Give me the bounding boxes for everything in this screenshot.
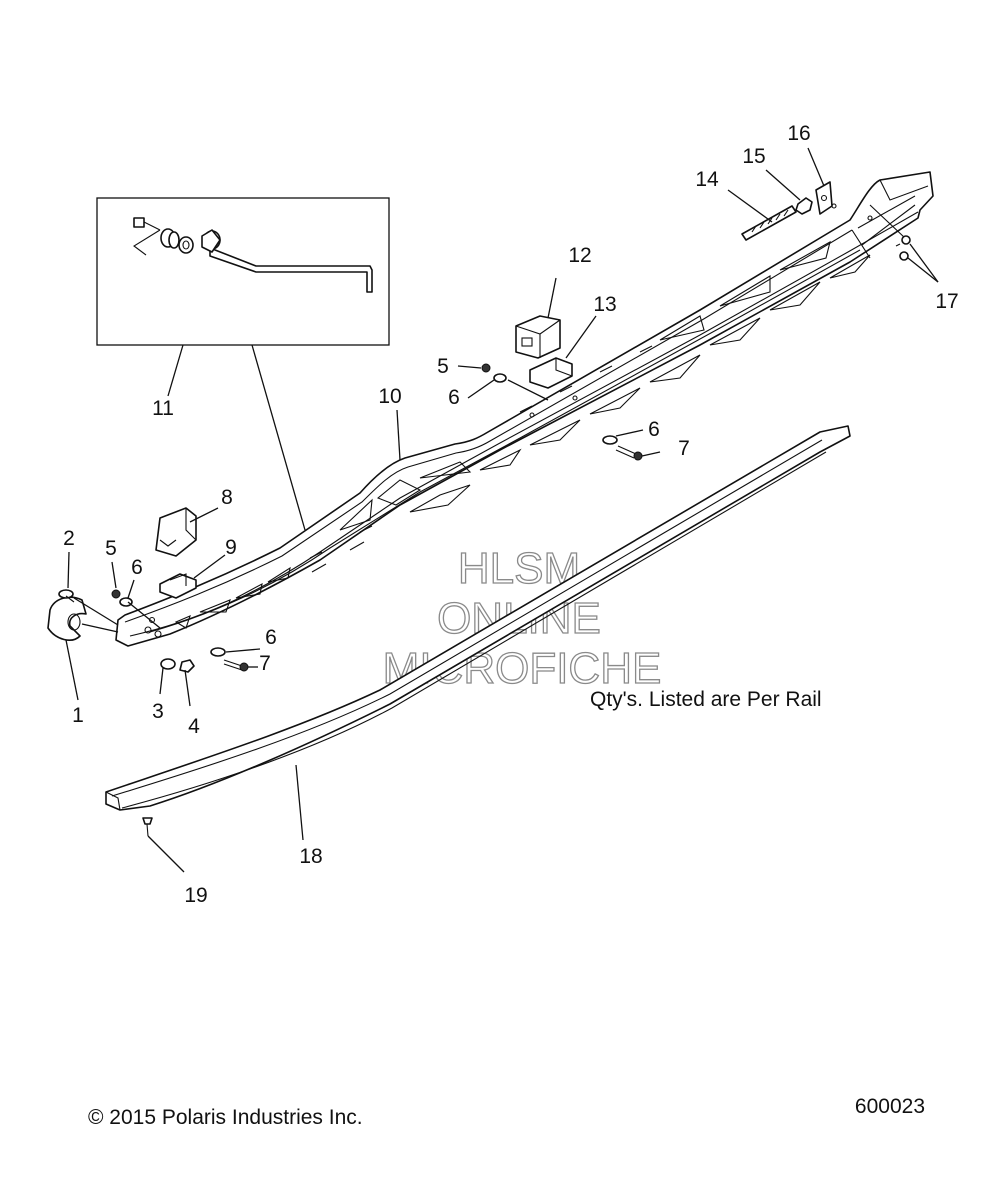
washer-6-upper xyxy=(493,373,507,383)
copyright-text: © 2015 Polaris Industries Inc. xyxy=(88,1106,363,1129)
block-13 xyxy=(529,357,573,389)
callout-1: 1 xyxy=(72,704,84,727)
washer-6-front xyxy=(119,597,133,607)
callout-18: 18 xyxy=(299,845,322,868)
threaded-rod-14 xyxy=(741,205,797,241)
callout-11: 11 xyxy=(152,397,174,420)
callout-6-mid: 6 xyxy=(648,418,660,441)
watermark-line-1: HLSM xyxy=(458,544,580,593)
callout-16: 16 xyxy=(787,122,810,145)
block-12 xyxy=(515,315,561,359)
callouts: 2 1 3 4 5 6 6 7 8 9 10 11 5 6 12 13 6 7 … xyxy=(63,122,959,907)
callout-7-lower: 7 xyxy=(259,652,271,675)
callout-2: 2 xyxy=(63,527,75,550)
nut-15 xyxy=(795,197,813,215)
nut-5-upper xyxy=(481,363,491,373)
callout-14: 14 xyxy=(695,168,719,191)
inset-rod-assembly xyxy=(96,197,390,346)
callout-19: 19 xyxy=(184,884,207,907)
bolt-7-lower xyxy=(223,659,249,672)
callout-8: 8 xyxy=(221,486,233,509)
callout-17: 17 xyxy=(935,290,958,313)
callout-13: 13 xyxy=(593,293,616,316)
screw-19 xyxy=(142,817,153,837)
callout-6-lower: 6 xyxy=(265,626,277,649)
washer-6-mid xyxy=(602,435,618,445)
callout-10: 10 xyxy=(378,385,401,408)
wear-block-9 xyxy=(159,573,197,599)
callout-6-upper: 6 xyxy=(448,386,460,409)
bolt-7-mid xyxy=(615,445,643,461)
bracket-16 xyxy=(815,181,833,215)
callout-12: 12 xyxy=(568,244,591,267)
watermark-line-2: ONLINE xyxy=(437,594,601,643)
bolt-2 xyxy=(58,589,75,603)
callout-6-front: 6 xyxy=(131,556,143,579)
washer-3 xyxy=(160,658,176,670)
callout-5-front: 5 xyxy=(105,537,117,560)
leader-lines xyxy=(65,147,939,873)
callout-3: 3 xyxy=(152,700,164,723)
wear-block-8 xyxy=(155,507,197,557)
nut-5-front xyxy=(111,589,121,599)
callout-7-mid: 7 xyxy=(678,437,690,460)
callout-5-upper: 5 xyxy=(437,355,449,378)
callout-9: 9 xyxy=(225,536,237,559)
quantity-note: Qty's. Listed are Per Rail xyxy=(590,688,822,711)
callout-15: 15 xyxy=(742,145,765,168)
nut-4 xyxy=(179,659,195,673)
washer-6-lower xyxy=(210,647,226,657)
front-cap xyxy=(47,596,87,641)
main-rail xyxy=(115,171,934,647)
callout-4: 4 xyxy=(188,715,200,738)
bolts-17 xyxy=(895,235,911,261)
slide-rail xyxy=(105,425,851,811)
diagram-number: 600023 xyxy=(855,1095,925,1118)
